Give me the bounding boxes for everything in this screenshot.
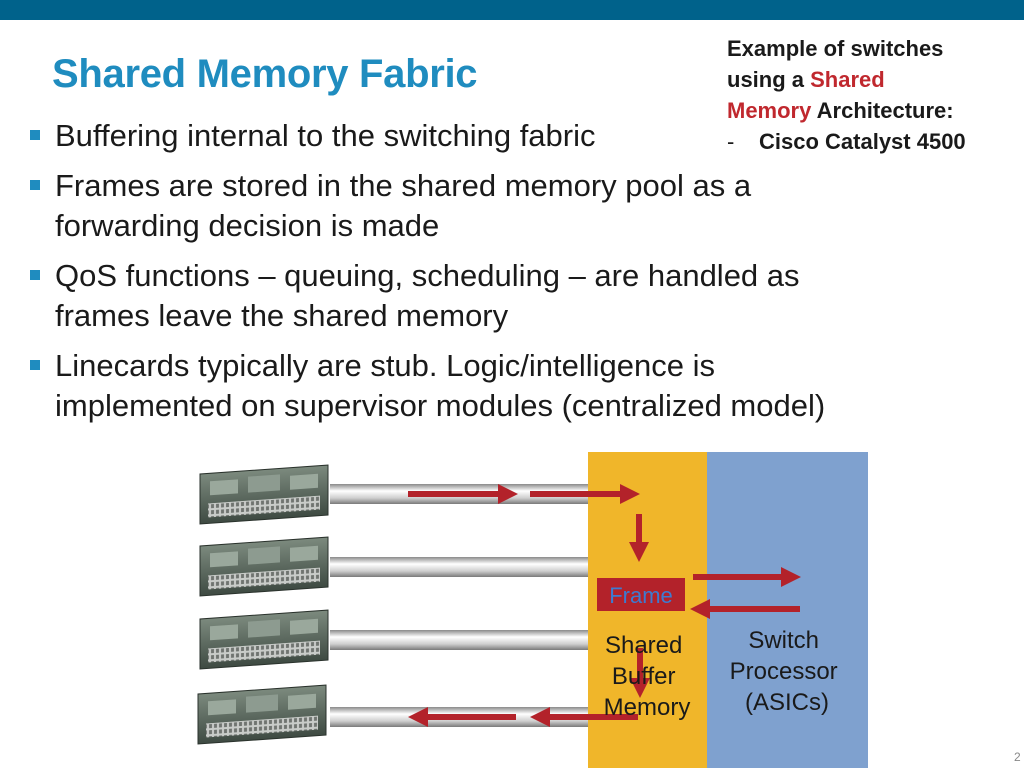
pipe bbox=[330, 557, 588, 577]
pipe bbox=[330, 630, 588, 650]
linecard-icon bbox=[197, 684, 327, 745]
arrow-left-icon bbox=[690, 599, 800, 619]
switch-processor-label-line: Processor bbox=[730, 658, 838, 685]
bullet-item: Frames are stored in the shared memory p… bbox=[30, 166, 890, 246]
shared-buffer-label-line: Shared bbox=[605, 632, 682, 659]
bullet-item: Buffering internal to the switching fabr… bbox=[30, 116, 890, 156]
bullet-item: QoS functions – queuing, scheduling – ar… bbox=[30, 256, 890, 336]
switch-processor-label-line: Switch bbox=[748, 627, 819, 654]
page-number: 2 bbox=[1014, 750, 1021, 764]
shared-buffer-label-line: Buffer bbox=[612, 663, 676, 690]
switch-processor-label-line: (ASICs) bbox=[745, 689, 829, 716]
bullet-text: QoS functions – queuing, scheduling – ar… bbox=[55, 258, 800, 333]
frame-box bbox=[597, 578, 685, 611]
arrow-right-icon bbox=[530, 484, 640, 504]
bullet-square-icon bbox=[30, 270, 40, 280]
slide-title: Shared Memory Fabric bbox=[52, 52, 478, 96]
bullet-text: Frames are stored in the shared memory p… bbox=[55, 168, 752, 243]
bullet-square-icon bbox=[30, 360, 40, 370]
side-note-highlight: Memory bbox=[727, 98, 812, 123]
arrow-right-icon bbox=[693, 567, 801, 587]
switch-processor-label: Switch Processor (ASICs) bbox=[730, 627, 845, 716]
arrow-down-icon bbox=[630, 648, 650, 698]
bullet-text: Buffering internal to the switching fabr… bbox=[55, 118, 596, 153]
top-bar bbox=[0, 0, 1024, 20]
side-note-line: Memory Architecture: bbox=[727, 95, 1017, 126]
linecard-icon bbox=[199, 464, 329, 525]
shared-buffer-label: Shared Buffer Memory bbox=[604, 632, 691, 721]
linecard-icon bbox=[199, 609, 329, 670]
side-note: Example of switches using a Shared Memor… bbox=[727, 33, 1017, 157]
frame-label: Frame bbox=[609, 583, 673, 608]
side-note-text: using a bbox=[727, 67, 811, 92]
arrow-left-icon bbox=[408, 707, 516, 727]
bullet-text: Linecards typically are stub. Logic/inte… bbox=[55, 348, 826, 423]
side-note-item: -Cisco Catalyst 4500 bbox=[727, 126, 1017, 157]
side-note-dash: - bbox=[727, 129, 735, 154]
arrow-down-icon bbox=[629, 514, 649, 562]
side-note-text: Architecture: bbox=[811, 98, 954, 123]
side-note-item-text: Cisco Catalyst 4500 bbox=[759, 129, 966, 154]
side-note-highlight: Shared bbox=[810, 67, 885, 92]
linecard-icon bbox=[199, 536, 329, 597]
bullet-square-icon bbox=[30, 180, 40, 190]
bullet-square-icon bbox=[30, 130, 40, 140]
side-note-line: Example of switches bbox=[727, 36, 944, 61]
shared-buffer-label-line: Memory bbox=[604, 694, 691, 721]
arrow-left-icon bbox=[530, 707, 638, 727]
side-note-line: using a Shared bbox=[727, 64, 1017, 95]
bullet-list: Buffering internal to the switching fabr… bbox=[30, 116, 890, 436]
bullet-item: Linecards typically are stub. Logic/inte… bbox=[30, 346, 890, 426]
arrow-right-icon bbox=[408, 484, 518, 504]
shared-memory-diagram: Frame Shared Buffer Memory Switch Proces… bbox=[197, 452, 868, 768]
